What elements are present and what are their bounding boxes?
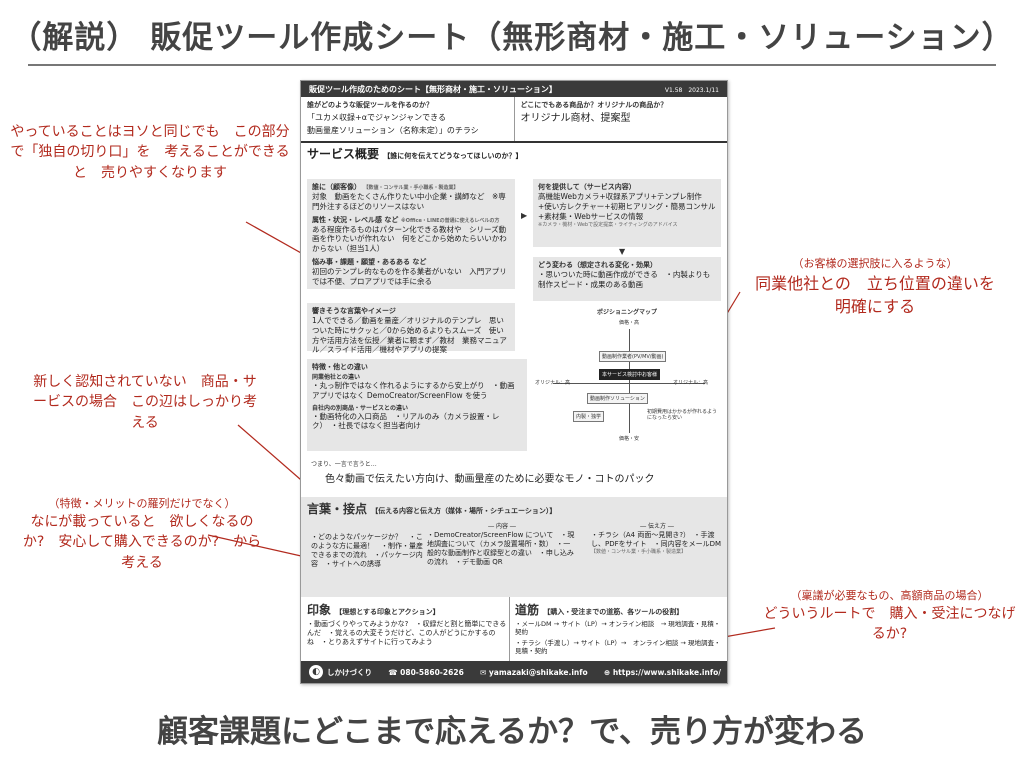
kotoba-section: 言葉・接点 【伝える内容と伝え方（媒体・場所・シチュエーション）】 (301, 497, 727, 597)
offer-box: 何を提供して（サービス内容） 高機能Webカメラ+収録系アプリ+テンプレ制作 +… (533, 179, 723, 247)
kotoba-left: ・どのようなパッケージか？ ・このような方に最適！ ・制作・量産できるまでの流れ… (311, 533, 423, 569)
route-section: 道筋 【購入・受注までの道筋、各ツールの役割】 ・メールDM → サイト（LP）… (515, 603, 721, 656)
title-divider (28, 64, 996, 66)
phone-text: ☎ 080-5860-2626 (388, 667, 464, 677)
sheet-header: 販促ツール作成のためのシート【無形商材・施工・ソリューション】 V1.58 20… (301, 81, 727, 97)
brand-logo: ◐ しかけづくり (309, 665, 372, 679)
kotoba-middle: ― 内容 ― ・DemoCreator/ScreenFlow について ・現地調… (427, 523, 575, 567)
sheet-footer: ◐ しかけづくり ☎ 080-5860-2626 ✉ yamazaki@shik… (301, 661, 727, 683)
service-section-title: サービス概要 【誰に何を伝えてどうなってほしいのか？】 (307, 147, 523, 161)
sheet-title: 販促ツール作成のためのシート【無形商材・施工・ソリューション】 (309, 84, 557, 94)
who-question: 誰がどのような販促ツールを作るのか？ (307, 101, 433, 109)
annotation-content: （特徴・メリットの羅列だけでなく） なにが載っていると 欲しくなるのか? 安心し… (22, 497, 262, 571)
annotation-positioning: （お客様の選択肢に入るような） 同業他社との 立ち位置の違いを 明確にする (755, 257, 1011, 317)
annotation-new-product: 新しく認知されていない 商品・サービスの場合 この辺はしっかり考える (33, 374, 257, 431)
arrow-right-icon: ▶ (521, 211, 528, 220)
target-box: 誰に（顧客像） 【数値・コンサル業・手小職系・製造業】 対象 動画をたくさん作り… (307, 179, 515, 289)
where-question: どこにでもある商品か？オリジナルの商品か？ (520, 101, 668, 109)
summary-label: つまり、一言で言うと… (311, 461, 377, 468)
words-box: 響きそうな言葉やイメージ 1人でできる／動画を量産／オリジナルのテンプレ 思いつ… (307, 303, 515, 354)
kotoba-right: ― 伝え方 ― ・チラシ（A4 両面～見開き?） ・手渡し、PDFをサイト ・同… (591, 523, 722, 555)
impression-section: 印象 【理想とする印象とアクション】 ・動画づくりやってみようかな? ・収録だと… (307, 603, 507, 647)
page-footer: 顧客課題にどこまで応えるか？で、売り方が変わる (157, 714, 867, 750)
tool-sheet: 販促ツール作成のためのシート【無形商材・施工・ソリューション】 V1.58 20… (300, 80, 728, 684)
who-answer-1: 「ユカメ収録+αでジャンジャンできる (307, 113, 447, 122)
sheet-version: V1.58 2023.1/11 (664, 86, 719, 94)
mail-link[interactable]: ✉ yamazaki@shikake.info (480, 667, 588, 677)
positioning-map: ポジショニングマップ 価格・高 価格・安 オリジナル：高 オリジナル：高 動画制… (535, 309, 718, 442)
brand-logo-icon: ◐ (309, 665, 323, 679)
where-answer: オリジナル商材、提案型 (520, 113, 631, 124)
page-title: （解説） 販促ツール作成シート（無形商材・施工・ソリューション） (10, 20, 1014, 56)
annotation-unique-angle: やっていることはヨソと同じでも この部分で「独自の切り口」を 考えることができる… (10, 124, 290, 181)
summary-text: 色々動画で伝えたい方向け、動画量産のために必要なモノ・コトのパック (325, 474, 655, 485)
annotation-route: （稟議が必要なもの、高額商品の場合） どういうルートで 購入・受注につなげるか? (763, 589, 1016, 643)
arrow-down-icon: ▼ (619, 247, 626, 256)
site-link[interactable]: ⊕ https://www.shikake.info/ (603, 667, 721, 677)
who-cell: 誰がどのような販促ツールを作るのか？ 「ユカメ収録+αでジャンジャンできる 動画… (301, 97, 515, 141)
sheet-intro-row: 誰がどのような販促ツールを作るのか？ 「ユカメ収録+αでジャンジャンできる 動画… (301, 97, 727, 143)
features-box: 特徴・他との違い 同業他社との違い ・丸っ制作ではなく作れるようにするから安上が… (307, 359, 527, 451)
change-box: どう変わる（想定される変化・効果） ・思いついた時に動画作成ができる ・内製より… (533, 257, 721, 301)
where-cell: どこにでもある商品か？オリジナルの商品か？ オリジナル商材、提案型 (515, 97, 728, 141)
who-answer-2: 動画量産ソリューション（名称未定）」のチラシ (307, 126, 479, 135)
